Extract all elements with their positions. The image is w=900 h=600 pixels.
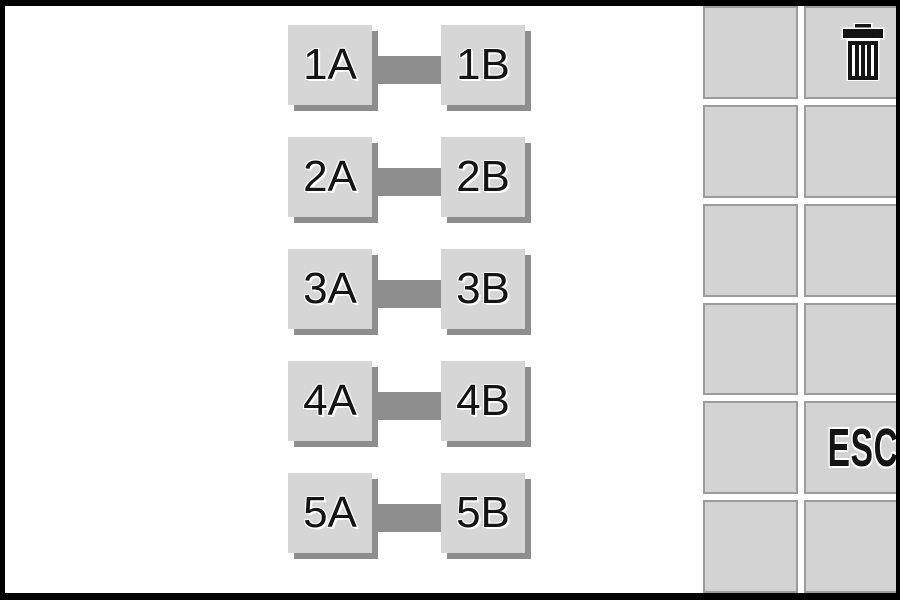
pair-row-5: 5A 5B [288, 473, 531, 559]
sidebar-cell-r3c2[interactable] [804, 203, 896, 297]
pair-2-label-a: 2A [303, 152, 357, 201]
pair-5-label-b: 5B [456, 488, 510, 537]
sidebar-cell-r4c2[interactable] [804, 302, 896, 396]
trash-icon [841, 23, 885, 82]
pair-4-label-a: 4A [303, 376, 357, 425]
pair-3-connector [372, 280, 448, 308]
pair-row-4: 4A 4B [288, 361, 531, 447]
pair-4-button-b[interactable]: 4B [441, 361, 525, 441]
pair-3-label-a: 3A [303, 264, 357, 313]
pair-2-button-a[interactable]: 2A [288, 137, 372, 217]
pair-1-label-b: 1B [456, 40, 510, 89]
pair-1-label-a: 1A [303, 40, 357, 89]
delete-button-cell[interactable] [804, 6, 896, 99]
sidebar-cell-r2c2[interactable] [804, 104, 896, 198]
pair-5-label-a: 5A [303, 488, 357, 537]
sidebar-cell-r1c1[interactable] [703, 6, 798, 99]
pair-4-button-a[interactable]: 4A [288, 361, 372, 441]
pair-5-connector [372, 504, 448, 532]
pair-2-connector [372, 168, 448, 196]
pair-row-3: 3A 3B [288, 249, 531, 335]
pair-1-connector [372, 56, 448, 84]
sidebar-cell-r3c1[interactable] [703, 203, 798, 297]
pair-2-button-b[interactable]: 2B [441, 137, 525, 217]
sidebar-cell-r6c1[interactable] [703, 500, 798, 593]
pair-3-button-b[interactable]: 3B [441, 249, 525, 329]
matching-area: 1A 1B 2A 2B 3A 3B [5, 6, 703, 593]
esc-label: ESC [827, 417, 899, 478]
pair-2-label-b: 2B [456, 152, 510, 201]
pair-row-1: 1A 1B [288, 25, 531, 111]
sidebar-grid: ESC [703, 6, 896, 593]
pair-5-button-a[interactable]: 5A [288, 473, 372, 553]
pair-4-connector [372, 392, 448, 420]
sidebar-cell-r6c2[interactable] [804, 500, 896, 593]
sidebar-cell-r2c1[interactable] [703, 104, 798, 198]
pair-4-label-b: 4B [456, 376, 510, 425]
pair-5-button-b[interactable]: 5B [441, 473, 525, 553]
pair-row-2: 2A 2B [288, 137, 531, 223]
pair-1-button-b[interactable]: 1B [441, 25, 525, 105]
pair-3-label-b: 3B [456, 264, 510, 313]
esc-button-cell[interactable]: ESC [804, 401, 899, 495]
sidebar-cell-r5c1[interactable] [703, 401, 798, 495]
pair-3-button-a[interactable]: 3A [288, 249, 372, 329]
sidebar-cell-r4c1[interactable] [703, 302, 798, 396]
pair-1-button-a[interactable]: 1A [288, 25, 372, 105]
